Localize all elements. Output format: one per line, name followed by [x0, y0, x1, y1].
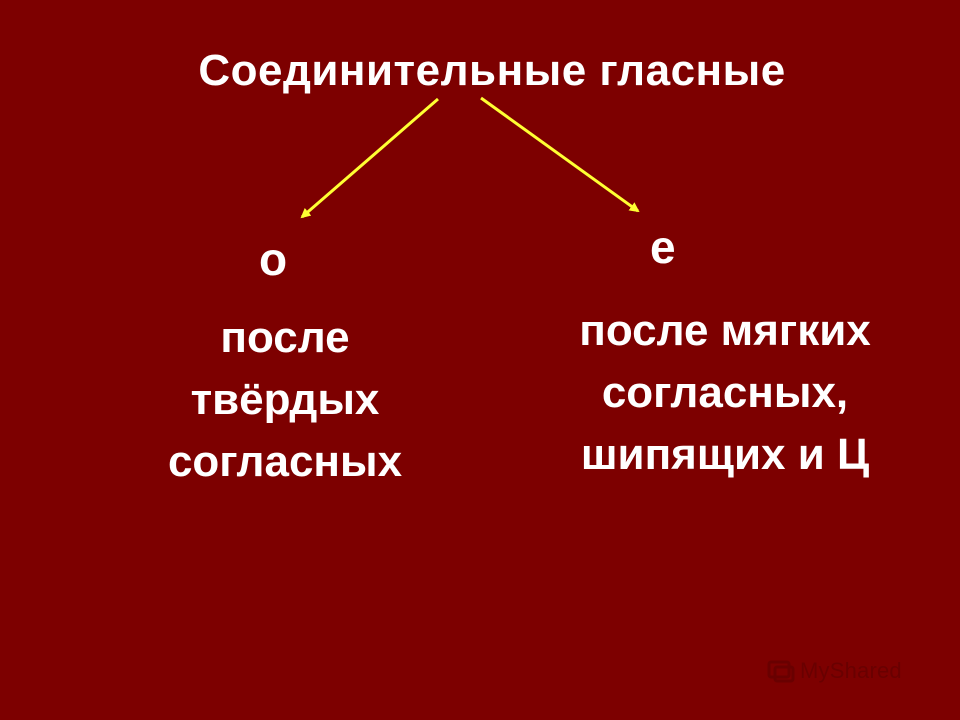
rule-line: согласных,	[601, 368, 849, 417]
arrow-right	[480, 96, 640, 213]
myshared-watermark: MyShared	[766, 656, 902, 686]
slide-title: Соединительные гласные	[198, 46, 786, 95]
rule-line: шипящих и Ц	[580, 430, 870, 479]
rule-after-soft-consonants: после мягких согласных, шипящих и Ц	[530, 300, 920, 486]
rule-line: после мягких	[579, 306, 871, 355]
arrow-left	[300, 97, 439, 219]
rule-line: после	[220, 313, 350, 362]
watermark-text: MyShared	[800, 658, 902, 683]
rule-after-hard-consonants: после твёрдых согласных	[130, 307, 440, 493]
myshared-logo-icon	[766, 656, 796, 686]
vowel-o: о	[259, 233, 288, 285]
rule-line: согласных	[167, 437, 403, 486]
vowel-e: е	[650, 221, 676, 273]
rule-line: твёрдых	[190, 375, 380, 424]
